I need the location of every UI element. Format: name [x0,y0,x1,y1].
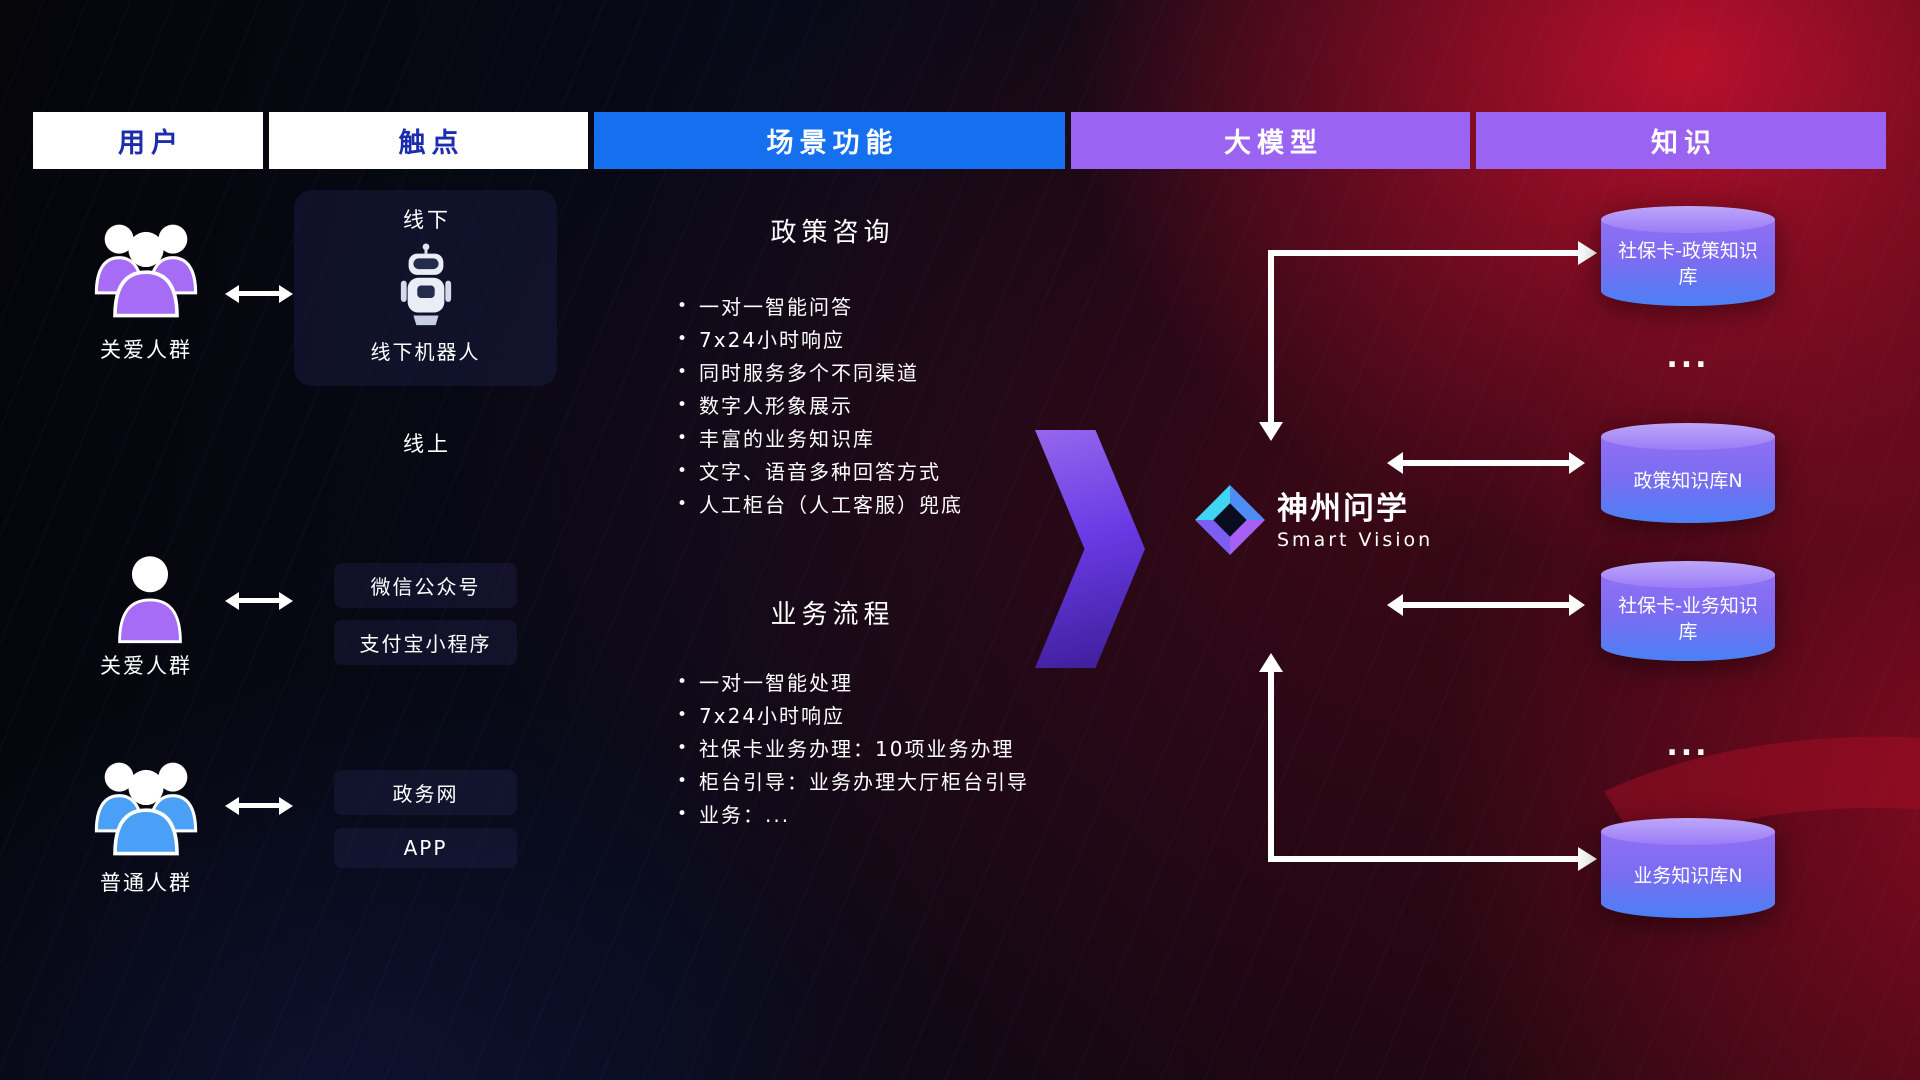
list-item: 7x24小时响应 [677,698,1029,731]
ellipsis-text: ... [1666,340,1710,375]
list-item: 人工柜台（人工客服）兜底 [677,487,963,520]
scenario-title-business: 业务流程 [770,600,895,630]
bidirectional-arrow-icon [1402,602,1570,608]
touchpoint-app: APP [334,828,517,868]
model-name: 神州问学 [1277,491,1409,527]
flow-arrow-icon [1035,430,1145,668]
robot-icon [397,242,455,330]
list-item: 同时服务多个不同渠道 [677,355,963,388]
list-item: 丰富的业务知识库 [677,421,963,454]
scenario-business-list: 一对一智能处理 7x24小时响应 社保卡业务办理：10项业务办理 柜台引导：业务… [677,665,1029,830]
list-item: 柜台引导：业务办理大厅柜台引导 [677,764,1029,797]
knowledge-db: 社保卡-政策知识库 [1601,206,1775,306]
db-label: 社保卡-政策知识库 [1618,240,1758,288]
list-item: 7x24小时响应 [677,322,963,355]
column-header-user: 用户 [33,112,263,169]
list-item: 文字、语音多种回答方式 [677,454,963,487]
bidirectional-arrow-icon [238,291,280,296]
touchpoint-govweb: 政务网 [334,770,517,815]
offline-touchpoint-card: 线下 线下机器人 [294,190,557,386]
bidirectional-arrow-icon [238,598,280,603]
db-label: 政策知识库N [1633,470,1743,492]
robot-label: 线下机器人 [370,340,481,364]
touchpoint-wechat: 微信公众号 [334,563,517,608]
db-label: 业务知识库N [1633,865,1743,887]
list-item: 一对一智能问答 [677,289,963,322]
model-subtitle: Smart Vision [1277,529,1434,551]
group-icon [84,752,208,856]
arrowhead-up-icon [1259,653,1283,672]
column-header-knowledge: 知识 [1476,112,1886,169]
model-branding: 神州问学 Smart Vision [1277,492,1433,551]
bidirectional-arrow-icon [1402,460,1570,466]
user-label: 普通人群 [100,871,192,895]
list-item: 业务：... [677,797,1029,830]
user-label: 关爱人群 [100,338,192,362]
db-label: 社保卡-业务知识库 [1618,595,1758,643]
knowledge-db: 业务知识库N [1601,818,1775,918]
column-header-model: 大模型 [1071,112,1470,169]
ellipsis-text: ... [1666,728,1710,763]
knowledge-db: 政策知识库N [1601,423,1775,523]
diamond-logo-icon [1192,482,1268,558]
list-item: 一对一智能处理 [677,665,1029,698]
online-title: 线上 [403,432,451,456]
user-label: 关爱人群 [100,654,192,678]
arrowhead-right-icon [1578,847,1597,871]
arrowhead-down-icon [1259,422,1283,441]
group-icon [84,214,208,318]
knowledge-db: 社保卡-业务知识库 [1601,561,1775,661]
touchpoint-alipay: 支付宝小程序 [334,620,517,665]
person-icon [112,548,188,648]
bidirectional-arrow-icon [238,803,280,808]
list-item: 社保卡业务办理：10项业务办理 [677,731,1029,764]
scenario-policy-list: 一对一智能问答 7x24小时响应 同时服务多个不同渠道 数字人形象展示 丰富的业… [677,289,963,520]
arrowhead-right-icon [1578,241,1597,265]
list-item: 数字人形象展示 [677,388,963,421]
column-header-scenario: 场景功能 [594,112,1065,169]
scenario-title-policy: 政策咨询 [770,218,895,248]
column-header-touchpoint: 触点 [269,112,588,169]
offline-title: 线下 [403,208,451,232]
